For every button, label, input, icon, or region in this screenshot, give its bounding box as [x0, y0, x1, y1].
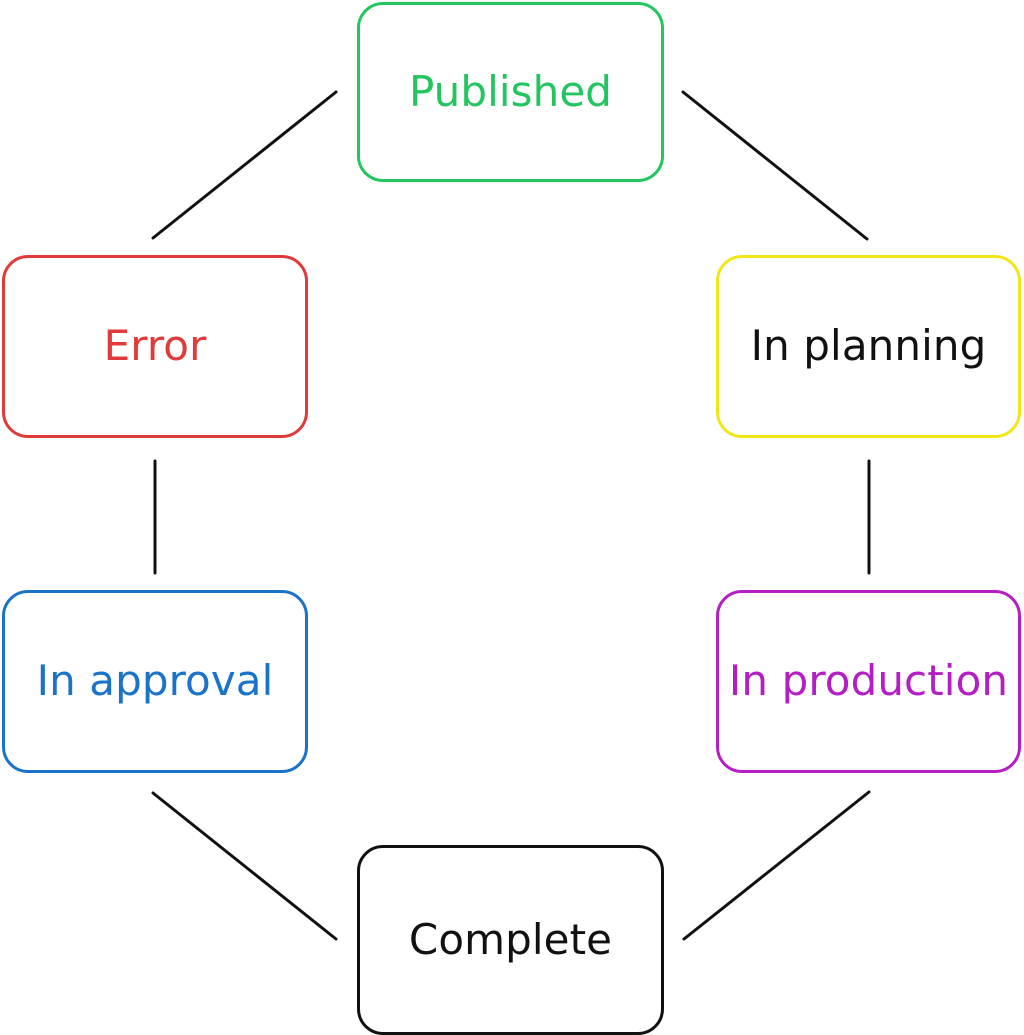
- node-published-label: Published: [408, 66, 613, 116]
- edge-complete-in-approval: [151, 791, 338, 941]
- edge-published-in-planning: [681, 90, 869, 241]
- node-published[interactable]: Published: [357, 2, 664, 182]
- node-error[interactable]: Error: [2, 255, 308, 438]
- node-in-approval-label: In approval: [36, 656, 274, 706]
- node-error-label: Error: [103, 321, 207, 371]
- node-in-production-label: In production: [728, 656, 1009, 706]
- edge-in-production-complete: [682, 790, 871, 941]
- node-in-approval[interactable]: In approval: [2, 590, 308, 773]
- edge-error-published: [151, 90, 338, 240]
- node-complete-label: Complete: [408, 914, 613, 964]
- node-complete[interactable]: Complete: [357, 845, 664, 1035]
- node-in-planning[interactable]: In planning: [716, 255, 1021, 438]
- node-in-production[interactable]: In production: [716, 590, 1021, 773]
- node-in-planning-label: In planning: [750, 321, 987, 371]
